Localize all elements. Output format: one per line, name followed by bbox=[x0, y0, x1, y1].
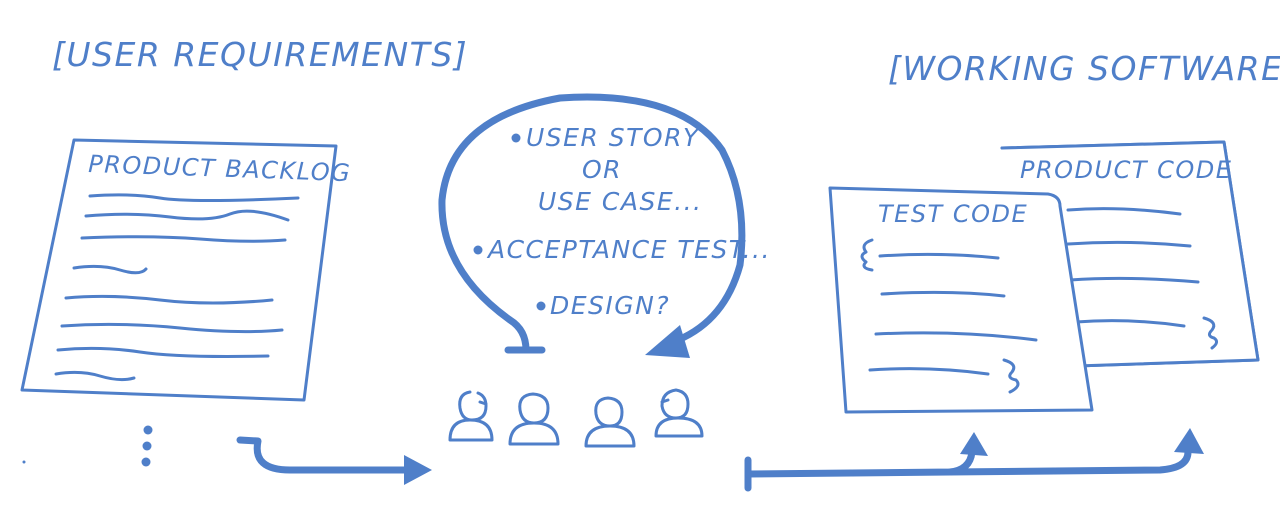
cycle-item-design: DESIGN? bbox=[550, 291, 670, 320]
bullet-dot bbox=[473, 245, 483, 255]
team-to-software-arrow bbox=[744, 428, 1204, 492]
cycle-item-acceptance-test: ACCEPTANCE TEST... bbox=[486, 235, 771, 264]
product-code-document: PRODUCT CODE bbox=[1000, 140, 1260, 368]
working-software-label: [WORKING SOFTWARE] bbox=[888, 49, 1280, 88]
iteration-cycle-loop bbox=[438, 93, 746, 358]
product-code-title: PRODUCT CODE bbox=[1020, 156, 1232, 184]
test-code-lines bbox=[860, 238, 1038, 394]
product-code-lines bbox=[1066, 207, 1219, 350]
bullet-dot bbox=[511, 133, 521, 143]
team-member-icon bbox=[508, 392, 560, 446]
backlog-to-team-arrow bbox=[236, 436, 432, 485]
test-code-title: TEST CODE bbox=[878, 200, 1028, 228]
product-backlog-document: PRODUCT BACKLOG bbox=[20, 138, 352, 402]
cycle-item-use-case: USE CASE... bbox=[538, 187, 702, 216]
cycle-items: USER STORY OR USE CASE... ACCEPTANCE TES… bbox=[473, 123, 771, 320]
team-member-icon bbox=[448, 390, 494, 442]
cycle-item-or: OR bbox=[582, 155, 622, 184]
team-member-icon bbox=[654, 388, 704, 438]
product-backlog-title: PRODUCT BACKLOG bbox=[88, 150, 352, 187]
bullet-dot bbox=[536, 301, 546, 311]
user-requirements-label: [USER REQUIREMENTS] bbox=[52, 35, 468, 74]
test-code-document: TEST CODE bbox=[828, 186, 1094, 414]
stray-ink-mark bbox=[22, 460, 26, 464]
team-member-icon bbox=[584, 396, 636, 448]
more-items-dots bbox=[141, 425, 153, 467]
backlog-item-lines bbox=[54, 193, 300, 382]
team-members bbox=[448, 388, 704, 448]
cycle-item-user-story: USER STORY bbox=[526, 123, 700, 152]
